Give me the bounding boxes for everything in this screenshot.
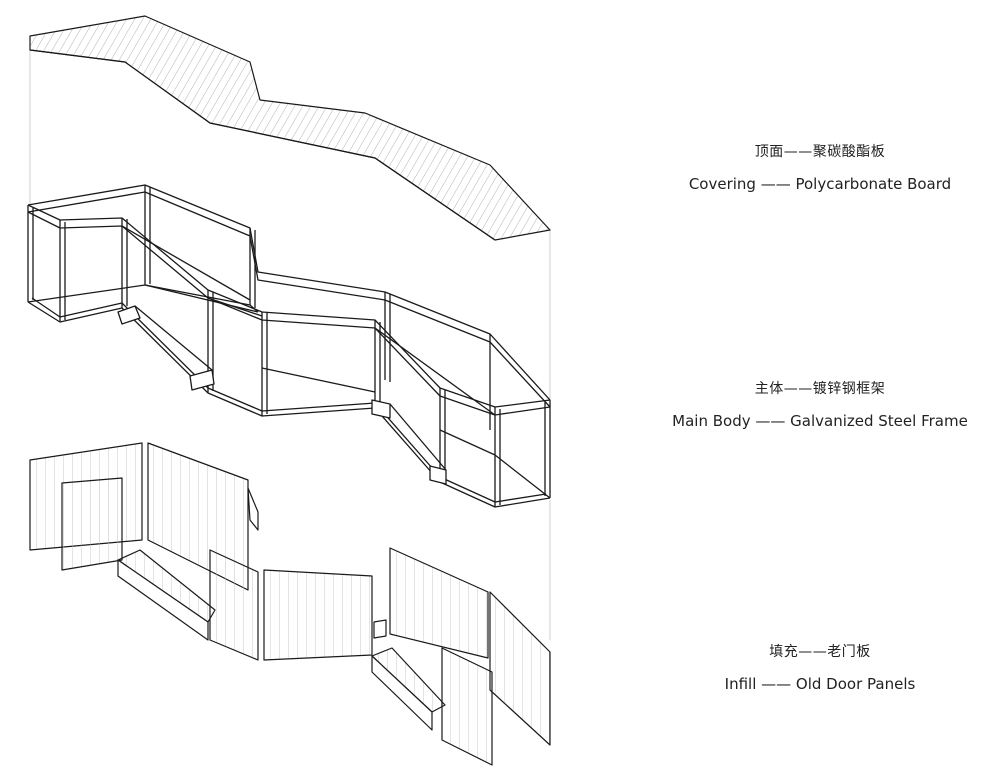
frame-bench-edge <box>134 305 213 371</box>
frame-rail <box>374 327 496 416</box>
label-covering-zh: 顶面——聚碳酸酯板 <box>754 144 886 160</box>
roof-panel <box>29 15 551 241</box>
door-panel <box>209 549 259 661</box>
door-block <box>373 619 387 639</box>
guide-lines <box>29 40 551 640</box>
label-covering-en: Covering —— Polycarbonate Board <box>688 175 952 193</box>
door-panel <box>389 547 489 659</box>
door-panel <box>441 647 493 766</box>
door-panels-layer <box>29 442 551 766</box>
frame-rail <box>144 284 259 313</box>
roof-edge <box>29 49 496 241</box>
frame-bottom-rail-mid <box>261 367 376 393</box>
bench-side <box>371 655 433 731</box>
label-main-body: 主体——镀锌钢框架 Main Body —— Galvanized Steel … <box>640 378 1000 430</box>
label-main-body-en: Main Body —— Galvanized Steel Frame <box>672 412 968 430</box>
label-infill-en: Infill —— Old Door Panels <box>724 675 916 693</box>
frame-bench-blocks <box>117 305 447 485</box>
steel-frame-layer <box>27 184 551 508</box>
label-covering: 顶面——聚碳酸酯板 Covering —— Polycarbonate Boar… <box>640 141 1000 193</box>
frame-rail <box>121 225 251 301</box>
door-panel <box>489 591 551 746</box>
bench-side <box>117 559 209 641</box>
label-infill: 填充——老门板 Infill —— Old Door Panels <box>640 641 1000 693</box>
covering-roof-layer <box>29 15 551 241</box>
door-panel-edge <box>247 487 259 531</box>
frame-bottom-rail-back <box>27 284 259 313</box>
label-main-body-zh: 主体——镀锌钢框架 <box>754 381 886 397</box>
door-panel <box>263 569 373 661</box>
frame-bench-edge <box>389 403 447 471</box>
label-infill-zh: 填充——老门板 <box>769 644 871 660</box>
door-panel <box>61 477 123 571</box>
